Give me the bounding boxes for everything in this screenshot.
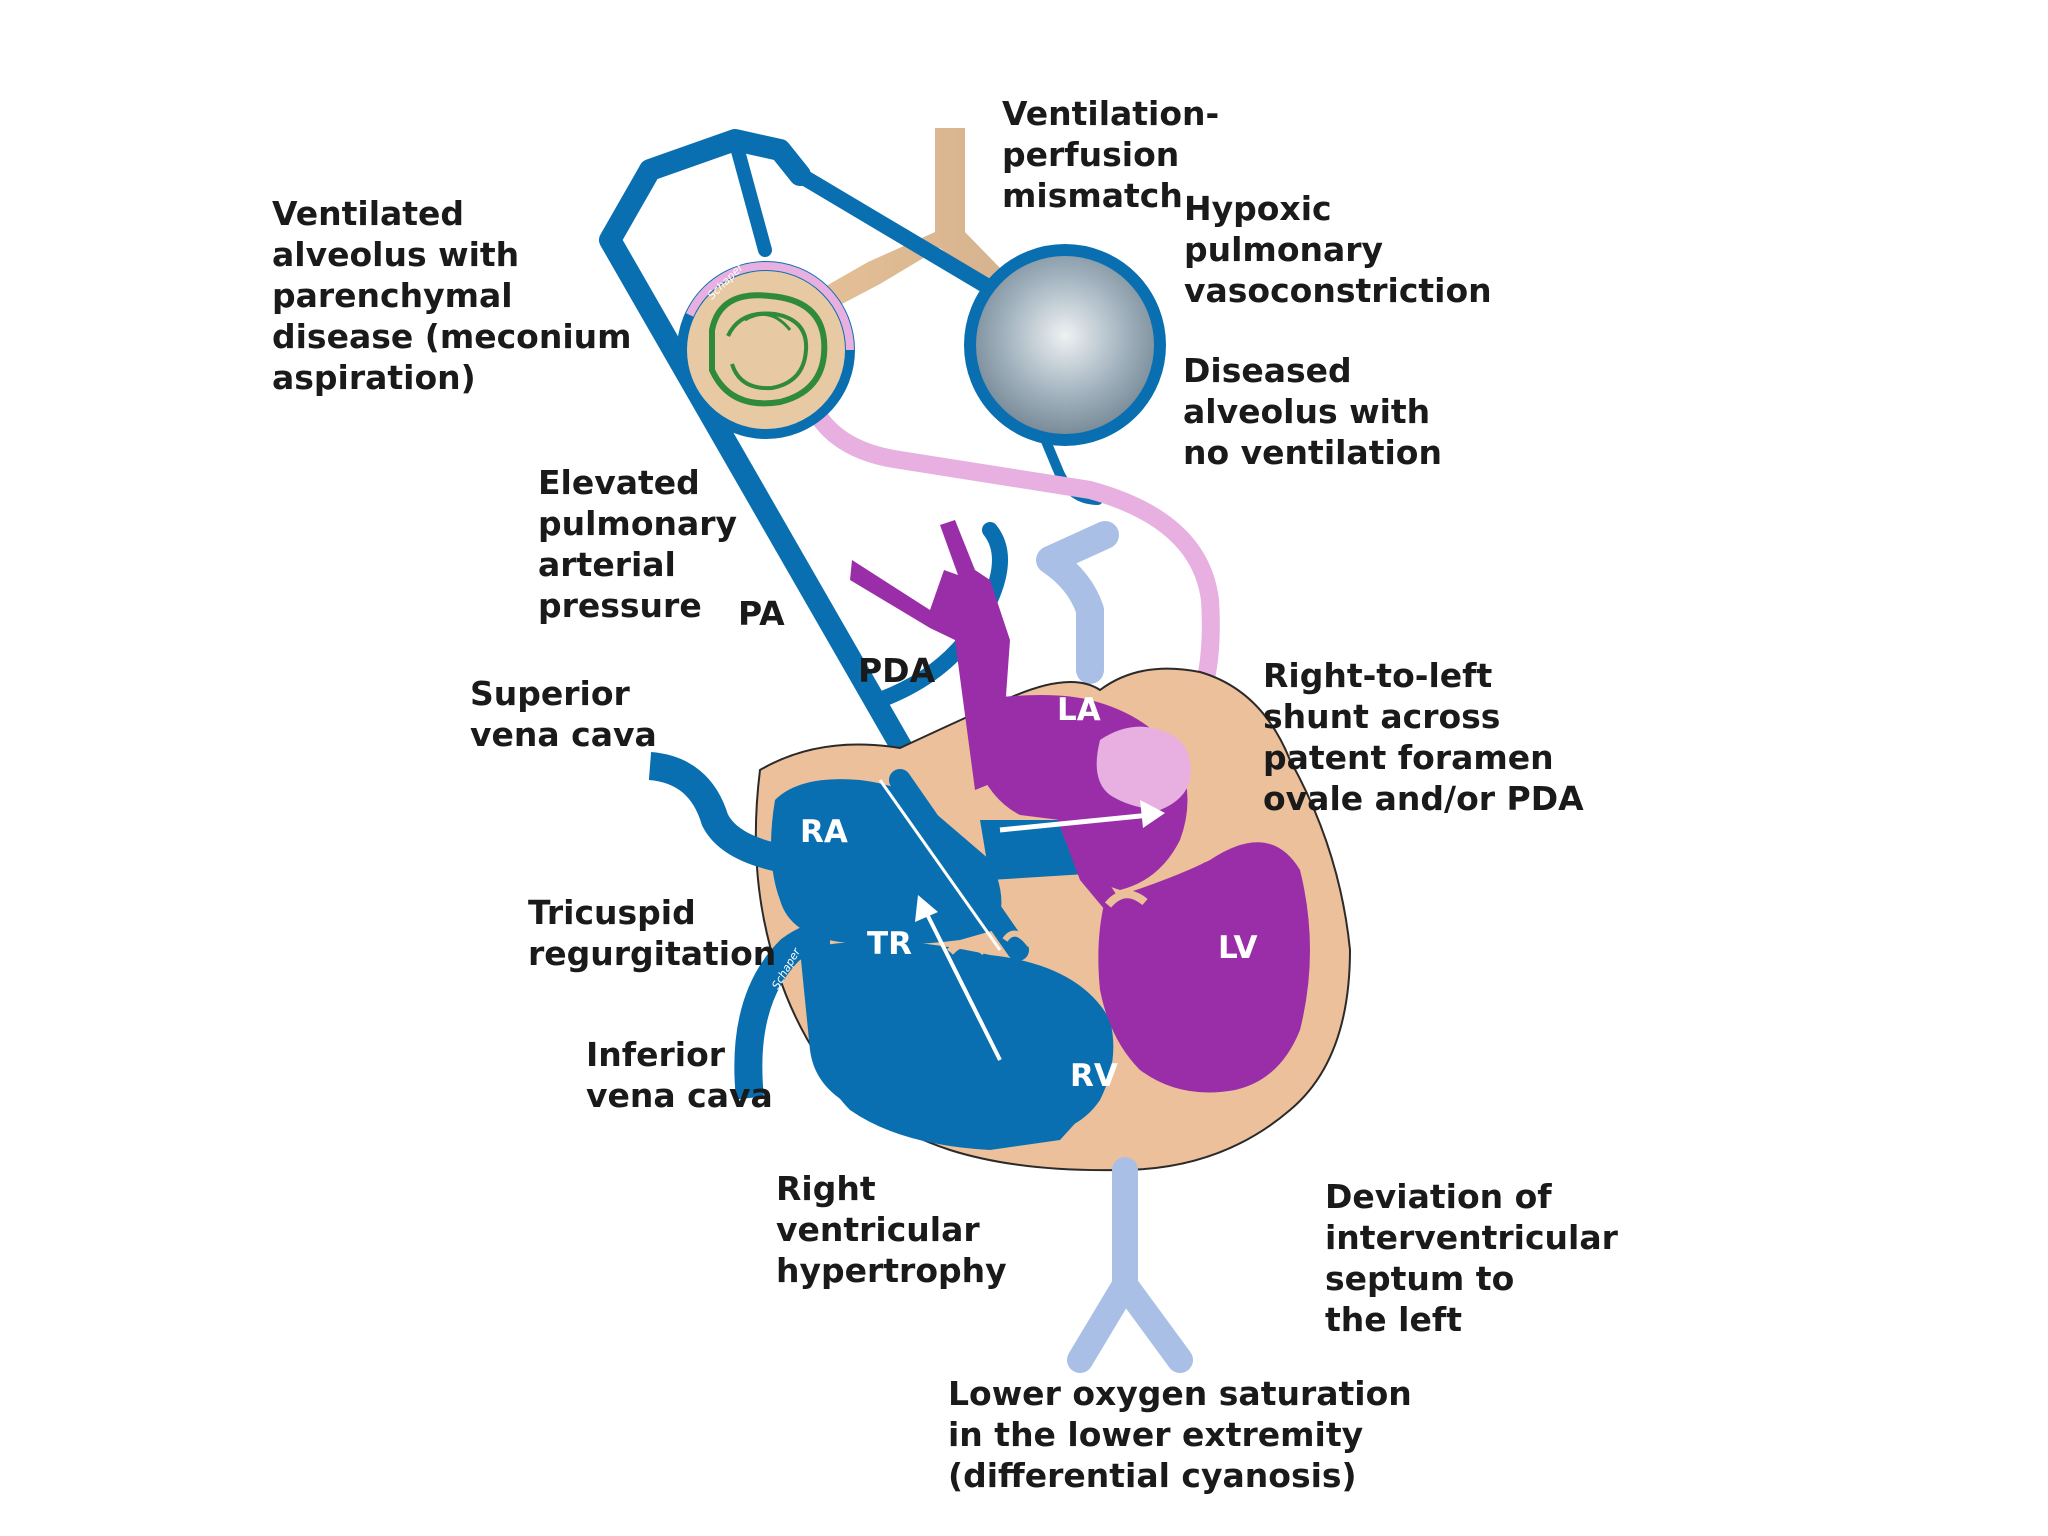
pa-trunk-over-heart [878, 769, 1033, 961]
shunt-arrow-head [1140, 800, 1165, 828]
mitral-valve [1104, 890, 1148, 908]
tr-arrow-head [915, 895, 938, 922]
tricuspid-valve [947, 939, 988, 956]
label-la: LA [1057, 692, 1101, 728]
label-pda: PDA [858, 651, 936, 690]
label-ra: RA [800, 814, 848, 850]
label-pa: PA [738, 594, 785, 633]
la-pink-blob [1096, 726, 1191, 810]
shunt-arrow [999, 812, 1151, 833]
label-hypoxic-vasoconstriction: Hypoxic pulmonary vasoconstriction [1184, 189, 1492, 310]
tr-arrow [923, 909, 1002, 1061]
label-septum: Deviation of interventricular septum to … [1325, 1177, 1629, 1339]
label-diseased-alveolus: Diseased alveolus with no ventilation [1183, 351, 1442, 472]
label-lower-o2: Lower oxygen saturation in the lower ext… [948, 1374, 1423, 1495]
label-elevated-pressure: Elevated pulmonary arterial pressure [538, 463, 749, 625]
label-lv: LV [1218, 930, 1257, 966]
flow-arrows [915, 800, 1165, 1061]
airway [826, 128, 1048, 305]
label-ivc: Inferior vena cava [586, 1035, 773, 1115]
label-tr: TR [867, 926, 912, 962]
ventilated-alveolus: Schaper [677, 260, 855, 439]
label-ventilated-alveolus: Ventilated alveolus with parenchymal dis… [272, 194, 643, 397]
label-tricuspid: Tricuspid regurgitation [528, 893, 776, 973]
diseased-alveolus [964, 244, 1166, 446]
label-rv: RV [1070, 1058, 1118, 1094]
inferior-vena-cava [734, 921, 831, 1100]
label-svc: Superior vena cava [470, 674, 657, 754]
superior-vena-cava [648, 752, 793, 874]
descending-aorta [1067, 1157, 1193, 1373]
label-vq-mismatch: Ventilation- perfusion mismatch [1002, 94, 1231, 215]
light-blue-vessel [1036, 521, 1119, 684]
label-shunt: Right-to-left shunt across patent forame… [1263, 656, 1584, 818]
label-rvh: Right ventricular hypertrophy [776, 1169, 1007, 1290]
